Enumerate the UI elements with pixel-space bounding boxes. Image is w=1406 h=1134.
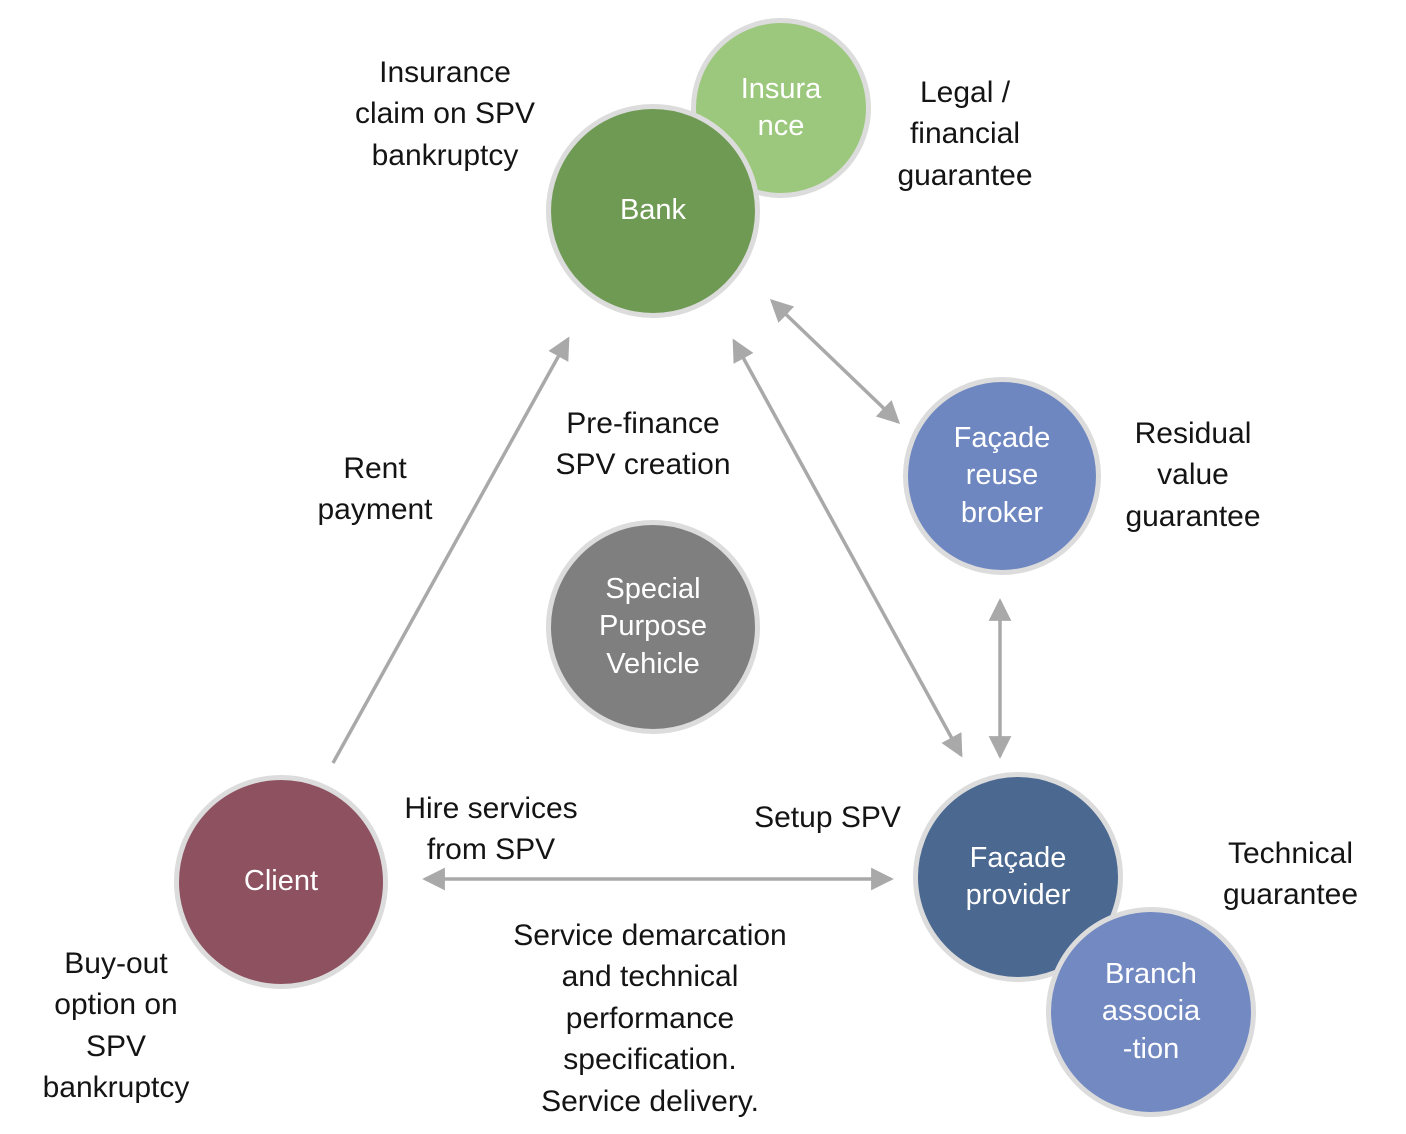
node-facade-provider-label: Façade provider — [965, 841, 1071, 911]
arrow-client-to-bank — [331, 336, 570, 764]
node-client: Client — [174, 775, 388, 989]
label-buy-out-option: Buy-out option on SPV bankruptcy — [42, 947, 190, 1105]
node-insurance-label: Insura nce — [740, 72, 822, 142]
node-insurance: Insura nce — [691, 18, 871, 198]
label-insurance-claim: Insurance claim on SPV bankruptcy — [354, 56, 536, 172]
node-bank-label: Bank — [619, 194, 687, 227]
label-pre-finance: Pre-finance SPV creation — [555, 407, 731, 482]
label-rent-payment: Rent payment — [317, 452, 433, 527]
label-residual-value-guarantee: Residual value guarantee — [1125, 417, 1261, 533]
label-setup-spv: Setup SPV — [754, 801, 901, 834]
label-technical-guarantee: Technical guarantee — [1222, 837, 1359, 912]
node-facade-reuse-broker: Façade reuse broker — [903, 377, 1101, 575]
node-bank: Bank — [546, 104, 760, 318]
node-spv: Special Purpose Vehicle — [546, 520, 760, 734]
label-service-demarcation: Service demarcation and technical perfor… — [513, 919, 787, 1118]
node-branch-association-label: Branch associa -tion — [1101, 958, 1201, 1065]
arrow-bank-provider — [732, 338, 963, 758]
node-branch-association: Branch associa -tion — [1046, 907, 1256, 1117]
node-client-label: Client — [243, 865, 319, 898]
node-spv-label: Special Purpose Vehicle — [598, 573, 707, 680]
label-legal-financial-guarantee: Legal / financial guarantee — [897, 76, 1033, 192]
label-hire-services: Hire services from SPV — [404, 792, 578, 867]
node-facade-reuse-broker-label: Façade reuse broker — [953, 422, 1051, 529]
